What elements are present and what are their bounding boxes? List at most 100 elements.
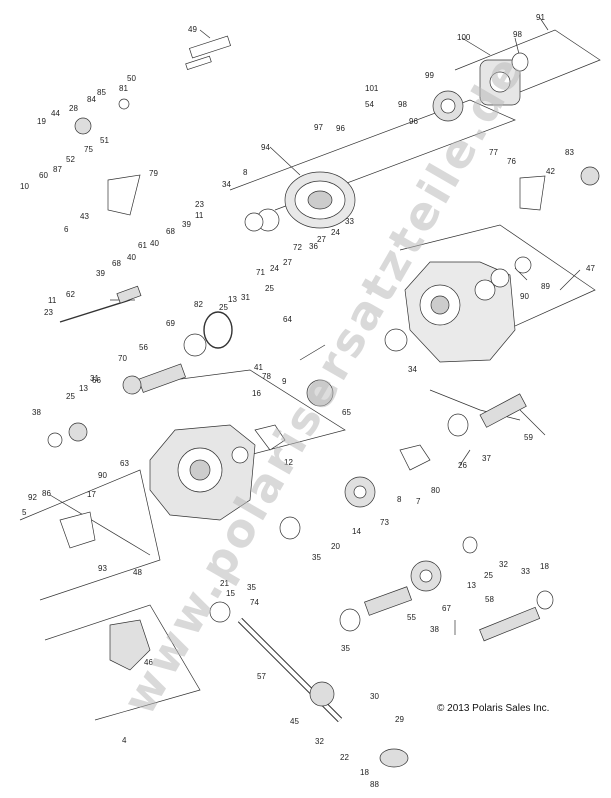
callout-label: 75: [84, 145, 93, 154]
callout-label: 88: [370, 780, 379, 789]
callout-label: 25: [265, 284, 274, 293]
callout-label: 68: [166, 227, 175, 236]
callout-label: 60: [39, 171, 48, 180]
callout-label: 91: [536, 13, 545, 22]
callout-label: 40: [150, 239, 159, 248]
bearing-89: [514, 256, 532, 274]
callout-label: 10: [20, 182, 29, 191]
callout-label: 90: [520, 292, 529, 301]
callout-label: 98: [513, 30, 522, 39]
callout-label: 7: [416, 497, 421, 506]
callout-label: 23: [195, 200, 204, 209]
gear-99: [432, 90, 464, 122]
seal-90: [490, 268, 510, 288]
callout-label: 22: [340, 753, 349, 762]
callout-label: 35: [312, 553, 321, 562]
callout-label: 4: [122, 736, 127, 745]
callout-label: 68: [112, 259, 121, 268]
callout-label: 42: [546, 167, 555, 176]
callout-label: 8: [397, 495, 402, 504]
callout-label: 46: [144, 658, 153, 667]
callout-label: 20: [331, 542, 340, 551]
callout-label: 77: [489, 148, 498, 157]
gear-28: [74, 117, 92, 135]
callout-label: 25: [66, 392, 75, 401]
gear-70: [122, 375, 142, 395]
callout-label: 28: [69, 104, 78, 113]
callout-label: 96: [409, 117, 418, 126]
case-47: [404, 261, 516, 363]
callout-label: 39: [182, 220, 191, 229]
callout-label: 54: [365, 100, 374, 109]
callout-label: 93: [98, 564, 107, 573]
callout-label: 18: [540, 562, 549, 571]
callout-label: 15: [226, 589, 235, 598]
callout-label: 72: [293, 243, 302, 252]
callout-label: 101: [365, 84, 379, 93]
callout-label: 83: [565, 148, 574, 157]
callout-label: 50: [127, 74, 136, 83]
bearing-35-b: [339, 608, 361, 632]
group-box-93: [19, 469, 161, 601]
bearing-37: [447, 413, 469, 437]
actuator-83: [580, 166, 600, 186]
callout-label: 87: [53, 165, 62, 174]
callout-label: 31: [90, 374, 99, 383]
shift-fork-39: [116, 285, 142, 304]
callout-label: 33: [521, 567, 530, 576]
gear-67: [410, 560, 442, 592]
group-box-case-16: [134, 369, 346, 461]
callout-label: 90: [98, 471, 107, 480]
callout-label: 35: [341, 644, 350, 653]
bracket-76: [519, 175, 546, 211]
callout-label: 6: [64, 225, 69, 234]
callout-label: 13: [228, 295, 237, 304]
callout-label: 14: [352, 527, 361, 536]
shaft-55: [364, 586, 413, 616]
bearing-35-c: [209, 601, 231, 623]
callout-label: 12: [284, 458, 293, 467]
callout-label: 9: [282, 377, 287, 386]
callout-label: 58: [485, 595, 494, 604]
bearing-32: [462, 536, 478, 554]
callout-label: 51: [100, 136, 109, 145]
callout-label: 35: [247, 583, 256, 592]
callout-label: 23: [44, 308, 53, 317]
callout-label: 67: [442, 604, 451, 613]
callout-label: 11: [48, 296, 57, 305]
bearing-98: [511, 52, 529, 72]
callout-label: 86: [42, 489, 51, 498]
group-box-cover: [454, 29, 601, 101]
callout-label: 11: [195, 211, 204, 220]
plate-80: [399, 444, 431, 471]
washer-34: [244, 212, 264, 232]
callout-label: 82: [194, 300, 203, 309]
callout-label: 57: [257, 672, 266, 681]
bearing-33: [536, 590, 554, 610]
callout-label: 49: [188, 25, 197, 34]
callout-label: 21: [220, 579, 229, 588]
group-box-lower-left: [44, 604, 201, 721]
gear-45: [309, 681, 335, 707]
bearing-34: [384, 328, 408, 352]
bearing-38: [47, 432, 63, 448]
callout-label: 94: [261, 143, 270, 152]
callout-label: 38: [32, 408, 41, 417]
callout-label: 62: [66, 290, 75, 299]
callout-label: 85: [97, 88, 106, 97]
callout-label: 25: [219, 303, 228, 312]
callout-label: 79: [149, 169, 158, 178]
callout-label: 81: [119, 84, 128, 93]
ring-50: [118, 98, 130, 110]
callout-label: 89: [541, 282, 550, 291]
chain-82: [203, 311, 233, 349]
callout-label: 92: [28, 493, 37, 502]
callout-label: 13: [79, 384, 88, 393]
bearing-35-a: [279, 516, 301, 540]
callout-label: 78: [262, 372, 271, 381]
callout-label: 29: [395, 715, 404, 724]
callout-label: 97: [314, 123, 323, 132]
callout-label: 61: [138, 241, 147, 250]
